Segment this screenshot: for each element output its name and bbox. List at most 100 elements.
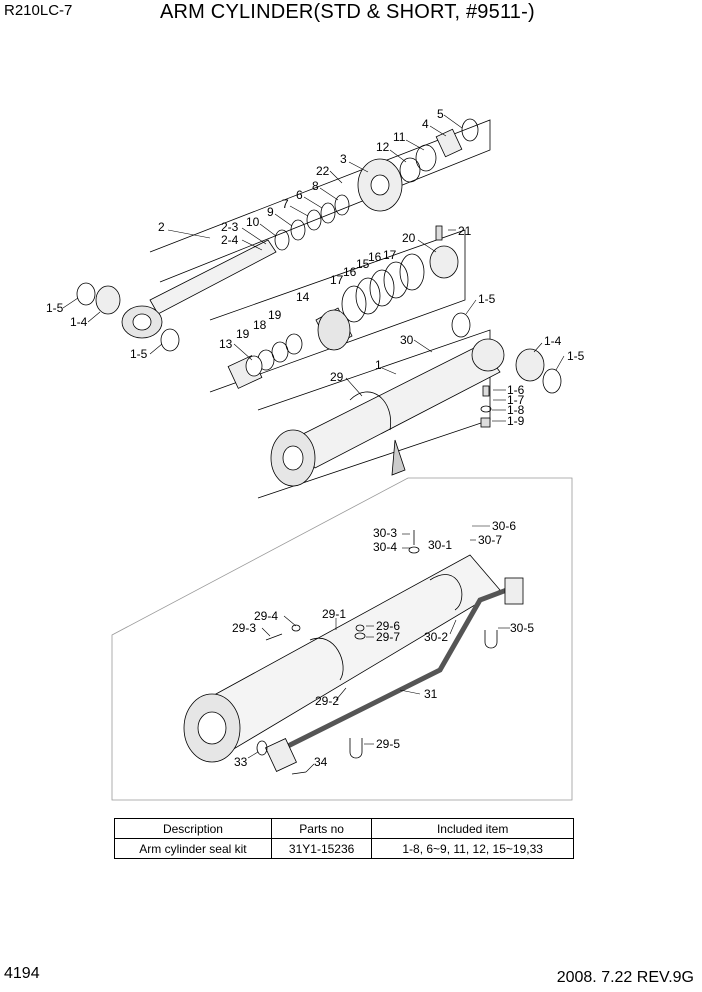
callout-34: 34: [314, 755, 328, 769]
callout-15: 15: [356, 257, 370, 271]
callout-10: 10: [246, 215, 260, 229]
clamp-29-lower: [309, 637, 344, 681]
washer-30-4: [408, 546, 420, 554]
ring-11: [415, 144, 437, 172]
callout-19b: 19: [236, 327, 250, 341]
screw-21: [435, 225, 443, 241]
callout-1: 1: [375, 358, 382, 372]
callout-17a: 17: [383, 248, 397, 262]
table-cell: Arm cylinder seal kit: [114, 838, 272, 859]
callout-14: 14: [296, 290, 310, 304]
ring-1-5-a: [76, 282, 96, 306]
callout-13: 13: [219, 337, 233, 351]
callout-18: 18: [253, 318, 267, 332]
callout-29-7: 29-7: [376, 630, 400, 644]
table-row: Arm cylinder seal kit 31Y1-15236 1-8, 6~…: [114, 838, 574, 859]
callout-29-1: 29-1: [322, 607, 346, 621]
ring-1-5-c: [451, 312, 471, 338]
washer-29-7: [354, 632, 366, 640]
callout-21: 21: [458, 224, 472, 238]
callout-11: 11: [393, 130, 406, 144]
ring-1-5-d: [542, 368, 562, 394]
callout-29-6: 29-6: [376, 619, 400, 633]
callout-20: 20: [402, 231, 416, 245]
piston-rod: [121, 239, 277, 339]
callout-5: 5: [437, 107, 444, 121]
table-header-cell: Included item: [371, 818, 574, 839]
callout-3: 3: [340, 152, 347, 166]
callout-1-4a: 1-4: [70, 315, 88, 329]
bolt-34: [291, 771, 307, 775]
rod-cover-gland: [357, 158, 403, 212]
date-revision: 2008. 7.22 REV.9G: [556, 969, 694, 986]
callout-30-4: 30-4: [373, 540, 397, 554]
ubolt-29-5: [349, 738, 363, 759]
frame-rod-assembly: [149, 119, 491, 283]
callout-1-6: 1-6: [507, 383, 525, 397]
arrow-marker: [391, 439, 406, 476]
ring-8: [334, 194, 350, 216]
page-number: 4194: [4, 965, 40, 982]
fitting-1-9: [480, 417, 491, 428]
callout-12: 12: [376, 140, 390, 154]
ring-5: [461, 118, 479, 142]
ring-12: [399, 157, 421, 183]
ring-1-8: [480, 405, 492, 413]
callout-9: 9: [267, 205, 274, 219]
callout-1-9: 1-9: [507, 414, 525, 428]
ring-16b: [355, 277, 381, 315]
ring-18: [271, 341, 289, 363]
callout-4: 4: [422, 117, 429, 131]
callout-17b: 17: [330, 273, 344, 287]
ring-1-5-b: [160, 328, 180, 352]
callout-29: 29: [330, 370, 344, 384]
cylinder-tube-1: [270, 338, 505, 487]
callout-2-4: 2-4: [221, 233, 239, 247]
callout-16b: 16: [343, 265, 357, 279]
ubolt-30-5: [484, 630, 498, 649]
callout-30: 30: [400, 333, 414, 347]
callout-30-3: 30-3: [373, 526, 397, 540]
bushing-right: [515, 348, 545, 382]
callout-6: 6: [296, 188, 303, 202]
callout-29-5: 29-5: [376, 737, 400, 751]
callout-1-5a: 1-5: [46, 301, 64, 315]
washer-29-4: [291, 624, 301, 632]
callout-30-6: 30-6: [492, 519, 516, 533]
ring-20: [429, 245, 459, 279]
ring-17b: [341, 285, 367, 323]
table-header-cell: Description: [114, 818, 272, 839]
callout-1-7: 1-7: [507, 393, 525, 407]
callout-33: 33: [234, 755, 248, 769]
fitting-1-6: [482, 385, 490, 397]
callout-30-2: 30-2: [424, 630, 448, 644]
callout-1-8: 1-8: [507, 403, 525, 417]
block-30-5: [504, 577, 524, 605]
callout-1-5b: 1-5: [130, 347, 148, 361]
cylinder-assembled: [183, 554, 501, 763]
oring-33: [256, 740, 268, 756]
callout-1-5c: 1-5: [478, 292, 496, 306]
callout-1-5d: 1-5: [567, 349, 585, 363]
callout-31: 31: [424, 687, 438, 701]
ring-10: [274, 229, 290, 251]
callout-19a: 19: [268, 308, 282, 322]
callout-30-5: 30-5: [510, 621, 534, 635]
ring-7: [306, 209, 322, 231]
callout-30-7: 30-7: [478, 533, 502, 547]
ring-6: [320, 202, 336, 224]
callout-22: 22: [316, 164, 330, 178]
callout-29-4: 29-4: [254, 609, 278, 623]
table-header-cell: Parts no: [270, 818, 373, 839]
callout-labels: 5 4 11 12 3 22 8 6 7 9 10 2 2-3 2-4 21 2…: [46, 107, 585, 769]
table-cell: 1-8, 6~9, 11, 12, 15~19,33: [371, 838, 574, 859]
callout-16a: 16: [368, 250, 382, 264]
model-label: R210LC-7: [4, 2, 73, 19]
callout-2: 2: [158, 220, 165, 234]
flange-34: [265, 738, 297, 772]
pipe-31: [278, 582, 521, 753]
bushing-left: [95, 285, 121, 315]
nut-13: [227, 355, 263, 389]
callout-29-2: 29-2: [315, 694, 339, 708]
